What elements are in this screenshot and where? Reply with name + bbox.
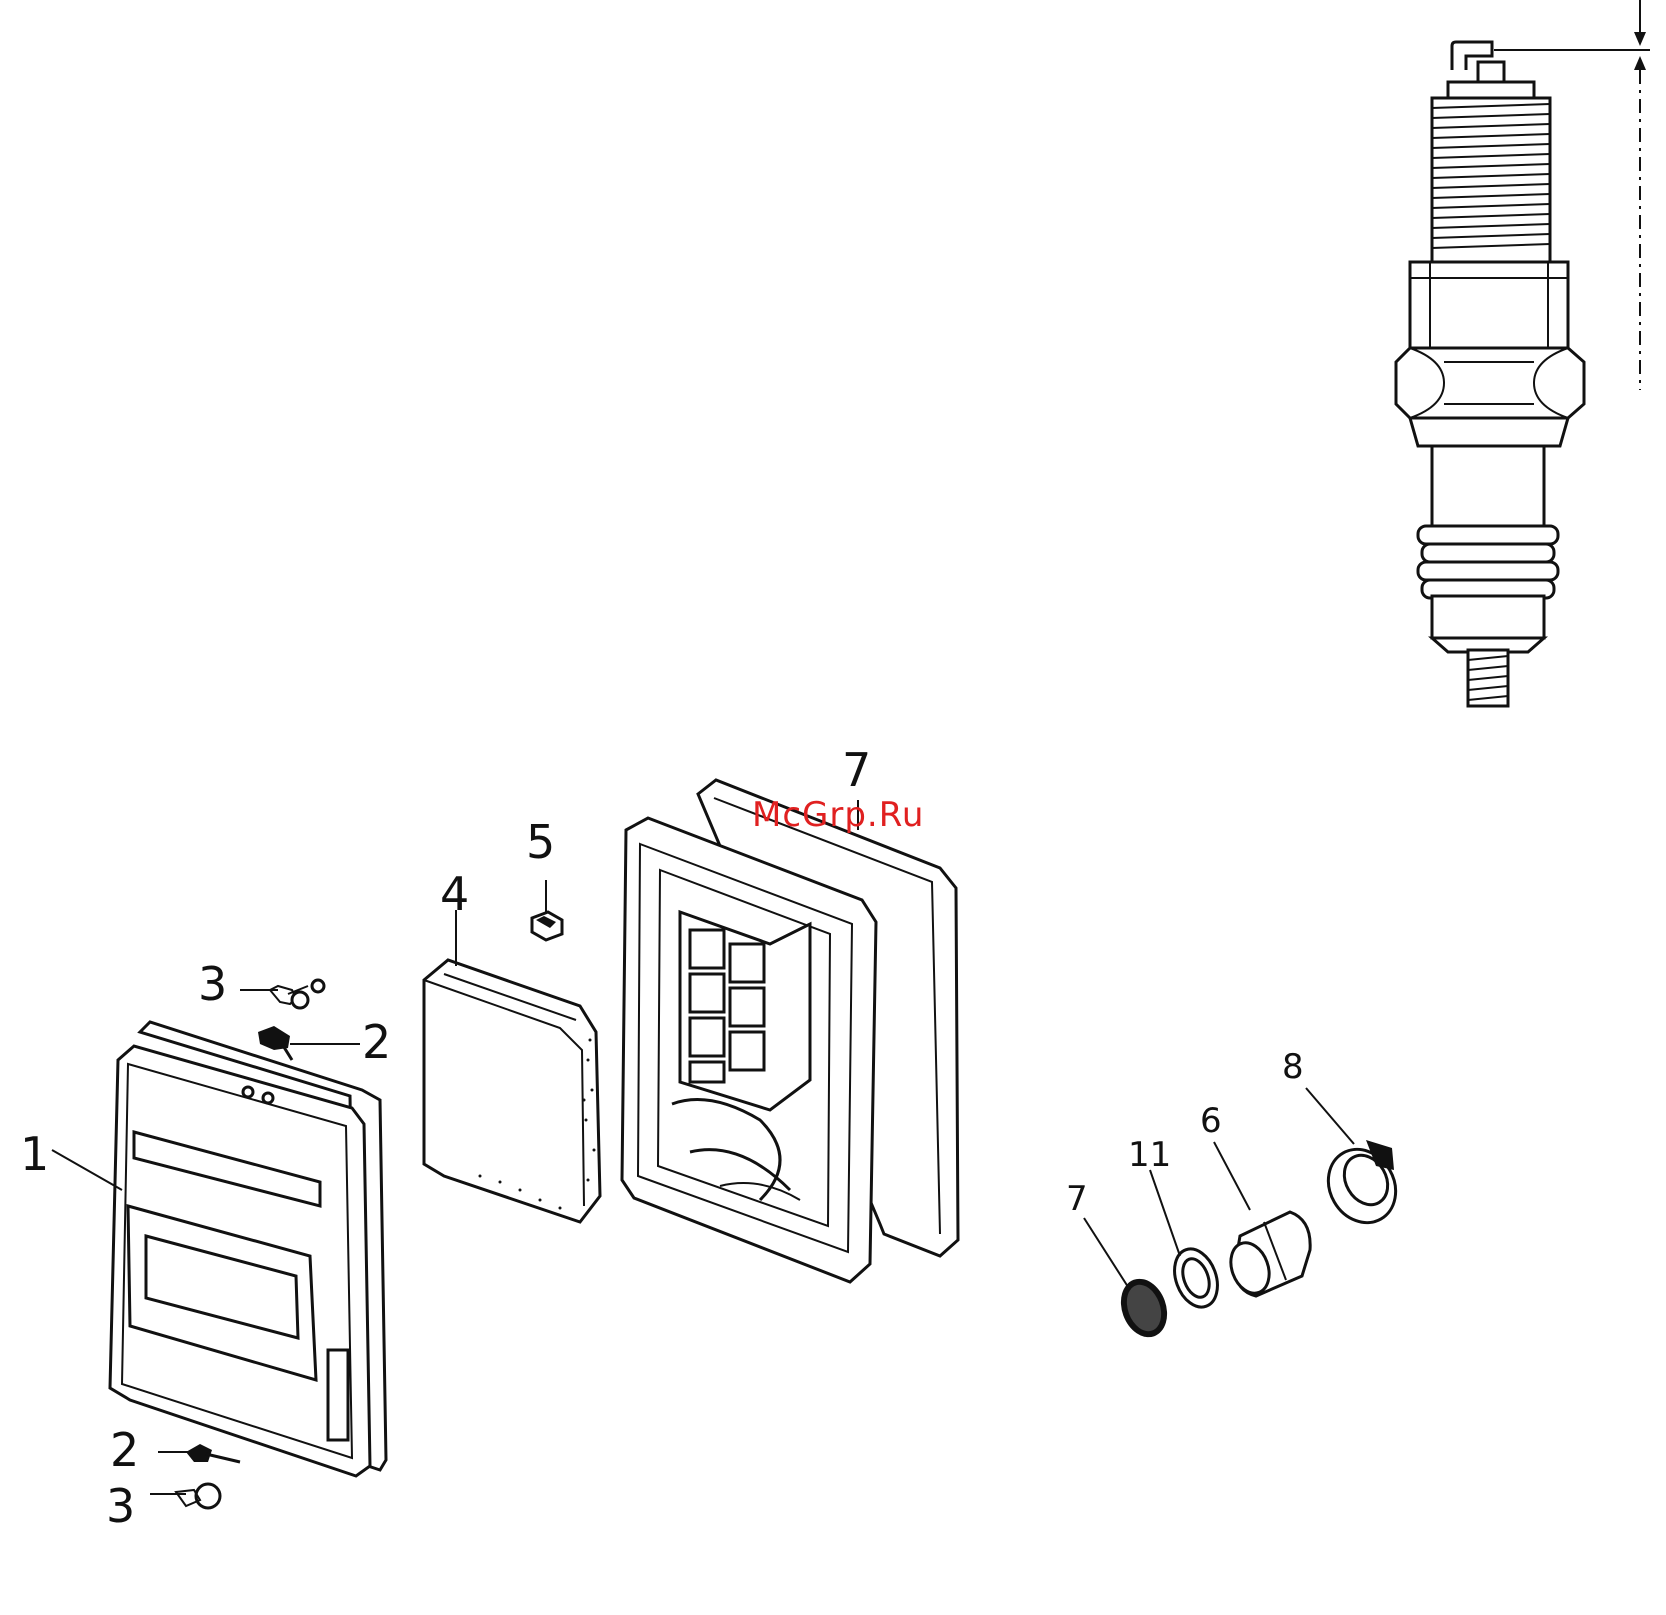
callout-1: 1 <box>20 1127 49 1181</box>
callout-4: 4 <box>440 867 469 921</box>
collar-part <box>1224 1212 1310 1299</box>
callout-8: 8 <box>1282 1047 1304 1087</box>
screen-part <box>1113 1272 1175 1343</box>
screw-assembly-top <box>258 980 324 1060</box>
filter-element <box>424 960 600 1222</box>
air-filter-cover <box>110 1022 386 1476</box>
spark-plug-drawing <box>1396 0 1650 706</box>
callout-3-bottom: 3 <box>106 1479 135 1533</box>
callout-2-bottom: 2 <box>110 1423 139 1477</box>
callout-7-bottom: 7 <box>1066 1179 1088 1219</box>
callout-7-top: 7 <box>842 743 871 797</box>
screw-assembly-bottom <box>176 1444 240 1508</box>
callout-6: 6 <box>1200 1101 1222 1141</box>
filter-case <box>622 780 958 1282</box>
callout-2-top: 2 <box>362 1015 391 1069</box>
callout-11: 11 <box>1128 1135 1171 1175</box>
callout-3-top: 3 <box>198 957 227 1011</box>
callout-5: 5 <box>526 815 555 869</box>
watermark-text: McGrp.Ru <box>752 795 924 835</box>
washer-part <box>1167 1243 1225 1313</box>
nut-part <box>532 880 562 940</box>
clamp-part <box>1315 1137 1408 1235</box>
